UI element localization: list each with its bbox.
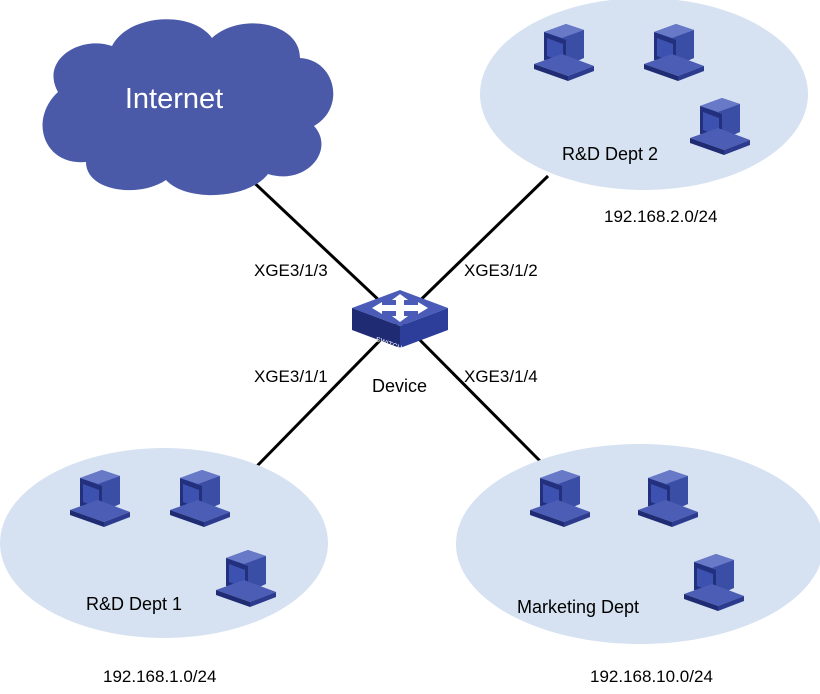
marketing-dept-group: Marketing Dept xyxy=(456,444,820,644)
switch-device: SWITCH xyxy=(352,290,448,352)
marketing-dept-subnet: 192.168.10.0/24 xyxy=(590,667,713,686)
port-label-marketing: XGE3/1/4 xyxy=(464,367,538,386)
rd-dept-1-label: R&D Dept 1 xyxy=(86,594,182,614)
port-label-internet: XGE3/1/3 xyxy=(254,261,328,280)
rd-dept-2-subnet: 192.168.2.0/24 xyxy=(604,207,717,226)
internet-cloud: Internet xyxy=(42,19,334,196)
device-label: Device xyxy=(372,376,427,396)
link-rd1 xyxy=(255,318,402,468)
switch-arrows-icon xyxy=(372,294,428,322)
rd-dept-1-subnet: 192.168.1.0/24 xyxy=(103,667,216,686)
port-label-rd2: XGE3/1/2 xyxy=(464,261,538,280)
link-rd2 xyxy=(398,174,550,322)
link-internet xyxy=(245,174,402,322)
rd-dept-1-group: R&D Dept 1 xyxy=(0,448,328,638)
internet-label: Internet xyxy=(125,83,223,115)
rd-dept-2-label: R&D Dept 2 xyxy=(562,144,658,164)
link-marketing xyxy=(398,318,547,468)
marketing-dept-label: Marketing Dept xyxy=(517,597,639,617)
port-label-rd1: XGE3/1/1 xyxy=(254,367,328,386)
rd-dept-2-group: R&D Dept 2 xyxy=(480,0,808,190)
